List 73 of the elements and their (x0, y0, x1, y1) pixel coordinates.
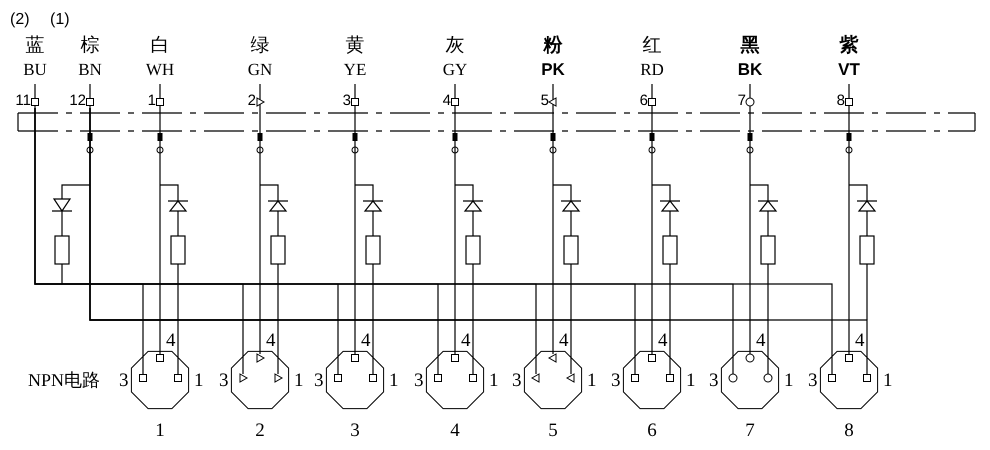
connector-number: 1 (155, 421, 165, 440)
color-code: BN (78, 61, 102, 78)
color-code: GN (248, 61, 272, 78)
pin-number: 2 (248, 93, 256, 108)
color-code: RD (640, 61, 664, 78)
pin-number: 1 (389, 371, 398, 390)
connector-number: 5 (548, 421, 558, 440)
pin-number: 1 (587, 371, 596, 390)
color-code: WH (146, 61, 174, 78)
color-code: GY (442, 61, 468, 78)
pin-number: 3 (119, 371, 128, 390)
pin-number: 3 (512, 371, 522, 390)
pin-number: 12 (69, 93, 86, 108)
pin-number: 3 (342, 93, 351, 108)
wire (454, 108, 456, 330)
note-label: (2) (10, 12, 30, 28)
wire (259, 108, 261, 330)
pin-number: 3 (709, 371, 718, 390)
color-code: PK (541, 61, 565, 78)
pin-number: 1 (194, 371, 204, 390)
pin-number: 1 (686, 371, 696, 390)
pin-number: 1 (883, 371, 892, 390)
color-name: 白 (150, 36, 170, 55)
pin-number: 1 (294, 371, 304, 390)
wire (159, 108, 161, 330)
pin-number: 11 (15, 93, 31, 108)
color-name: 灰 (446, 36, 464, 55)
pin-number: 8 (836, 93, 845, 108)
pin-number: 6 (640, 93, 648, 108)
pin-number: 1 (784, 371, 794, 390)
pin-number: 5 (540, 93, 549, 108)
pin-number: 4 (756, 331, 766, 350)
pin-number: 3 (314, 371, 324, 390)
color-name: 红 (642, 36, 662, 55)
pin-number: 1 (489, 371, 498, 390)
wire (848, 108, 850, 330)
pin-number: 1 (148, 93, 156, 108)
color-code: BU (23, 61, 47, 78)
color-code: YE (344, 61, 366, 78)
color-code: VT (838, 61, 860, 78)
pin-number: 4 (166, 331, 176, 350)
pin-number: 4 (855, 331, 864, 350)
pin-number: 3 (414, 371, 424, 390)
pin-number: 4 (442, 93, 451, 108)
pin-number: 3 (219, 371, 228, 390)
pin-number: 3 (611, 371, 620, 390)
wire (749, 108, 751, 330)
color-name: 棕 (80, 36, 100, 55)
wire (651, 108, 653, 330)
connector-number: 3 (350, 421, 360, 440)
pin-number: 4 (658, 331, 668, 350)
pin-number: 4 (559, 331, 568, 350)
color-code: BK (738, 61, 762, 78)
color-name: 黑 (740, 36, 760, 55)
color-name: 黄 (346, 36, 364, 55)
pin-number: 4 (361, 331, 370, 350)
color-name: 紫 (840, 36, 858, 55)
connector-number: 4 (450, 421, 460, 440)
connector-number: 7 (745, 421, 755, 440)
pin-number: 7 (738, 93, 746, 108)
pin-number: 4 (461, 331, 470, 350)
pin-number: 4 (266, 331, 276, 350)
note-label: (1) (50, 12, 70, 28)
color-name: 粉 (544, 36, 562, 55)
color-name: 蓝 (26, 36, 44, 55)
note-label: NPN电路 (28, 371, 100, 389)
connector-number: 2 (255, 421, 265, 440)
color-name: 绿 (250, 36, 270, 55)
connector-number: 8 (844, 421, 854, 440)
wire (354, 108, 356, 330)
pin-number: 3 (808, 371, 818, 390)
connector-number: 6 (647, 421, 657, 440)
wire (552, 108, 554, 330)
